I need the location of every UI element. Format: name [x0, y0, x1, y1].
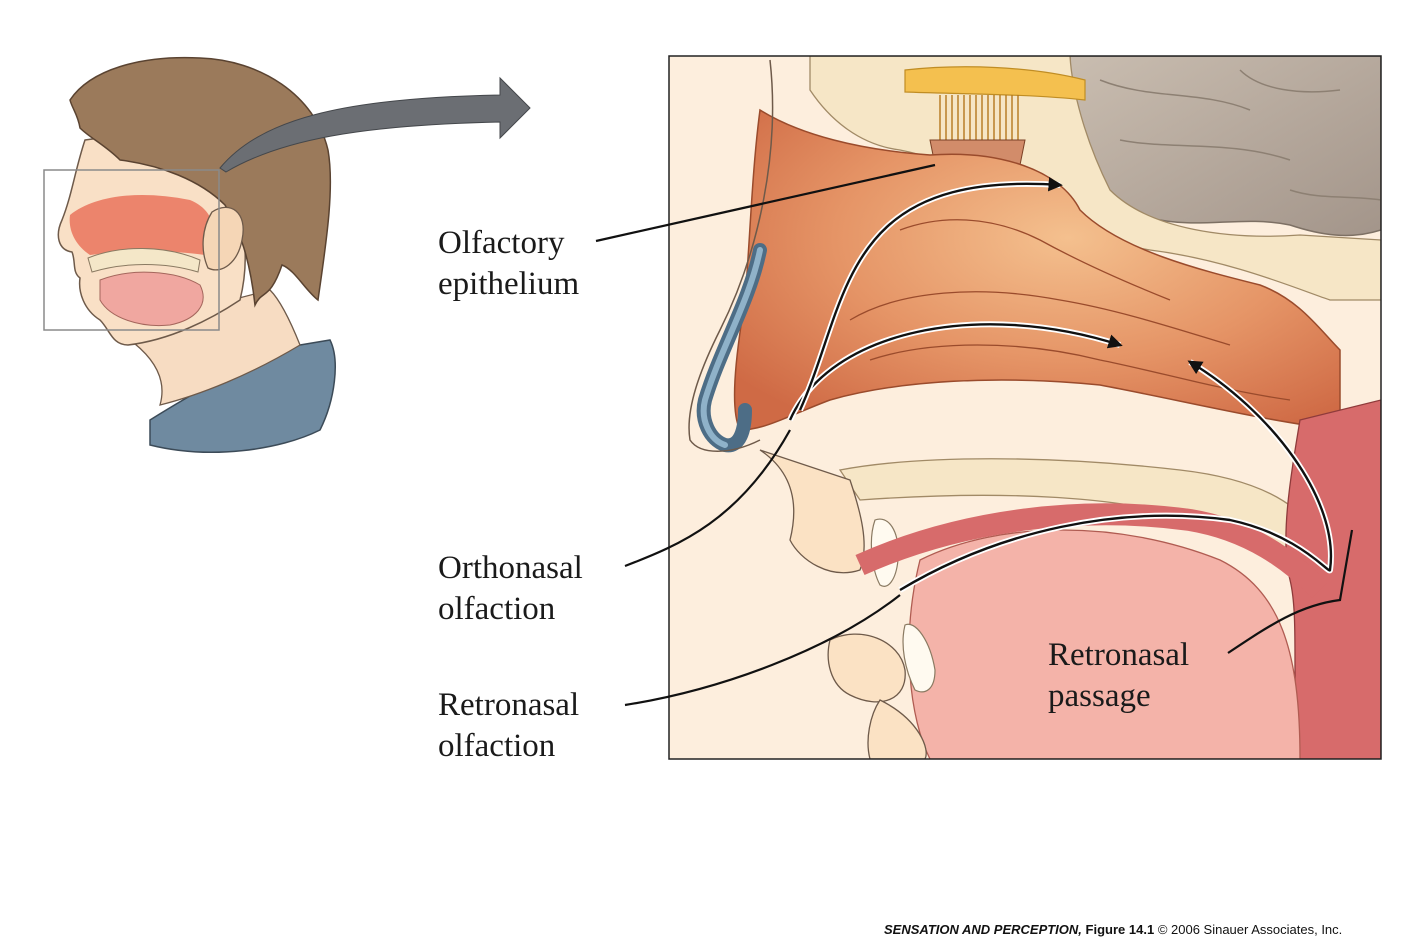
- retronasal-passage-label-line1: Retronasal: [1048, 637, 1189, 673]
- lower-lip: [827, 633, 906, 703]
- olfactory-leader: [595, 163, 936, 243]
- nasal-cavity: [733, 108, 1341, 431]
- external-nose: [688, 59, 774, 452]
- inset-frame: [668, 55, 1382, 760]
- retronasal-passage-label-line2: passage: [1048, 678, 1151, 714]
- retronasal-olfaction-label-line2: olfaction: [438, 728, 555, 764]
- olfactory-epithelium-label-line1: Olfactory: [438, 225, 565, 261]
- figure-number: Figure 14.1: [1085, 922, 1155, 937]
- passage-leader: [1227, 529, 1354, 654]
- olfactory-bulb: [904, 66, 1086, 101]
- head-profile-illustration: [43, 56, 531, 453]
- leader-lines: [595, 163, 1354, 707]
- retronasal-olfaction-label-line1: Retronasal: [438, 687, 579, 723]
- zoom-callout-arrow: [219, 76, 531, 173]
- lower-tooth: [902, 623, 936, 693]
- mouth-small: [99, 271, 204, 327]
- hair: [69, 56, 332, 308]
- ear: [202, 206, 244, 271]
- nose-region-selection-box: [43, 169, 220, 331]
- olfactory-nerve-fibers: [939, 95, 1019, 140]
- figure-credit: SENSATION AND PERCEPTION, Figure 14.1 © …: [884, 922, 1342, 937]
- sagittal-inset: [669, 56, 1381, 759]
- skull-base: [809, 56, 1381, 301]
- copyright: © 2006 Sinauer Associates, Inc.: [1157, 922, 1343, 937]
- orthonasal-label-line2: olfaction: [438, 591, 555, 627]
- upper-lip: [759, 449, 865, 574]
- orthonasal-leader: [624, 429, 791, 568]
- orthonasal-label-line1: Orthonasal: [438, 550, 583, 586]
- olfactory-epithelium-label-line2: epithelium: [438, 266, 579, 302]
- book-title: SENSATION AND PERCEPTION,: [884, 922, 1082, 937]
- nasal-region-highlight: [69, 195, 214, 255]
- retronasal-leader: [624, 594, 901, 707]
- palate-small: [87, 248, 201, 273]
